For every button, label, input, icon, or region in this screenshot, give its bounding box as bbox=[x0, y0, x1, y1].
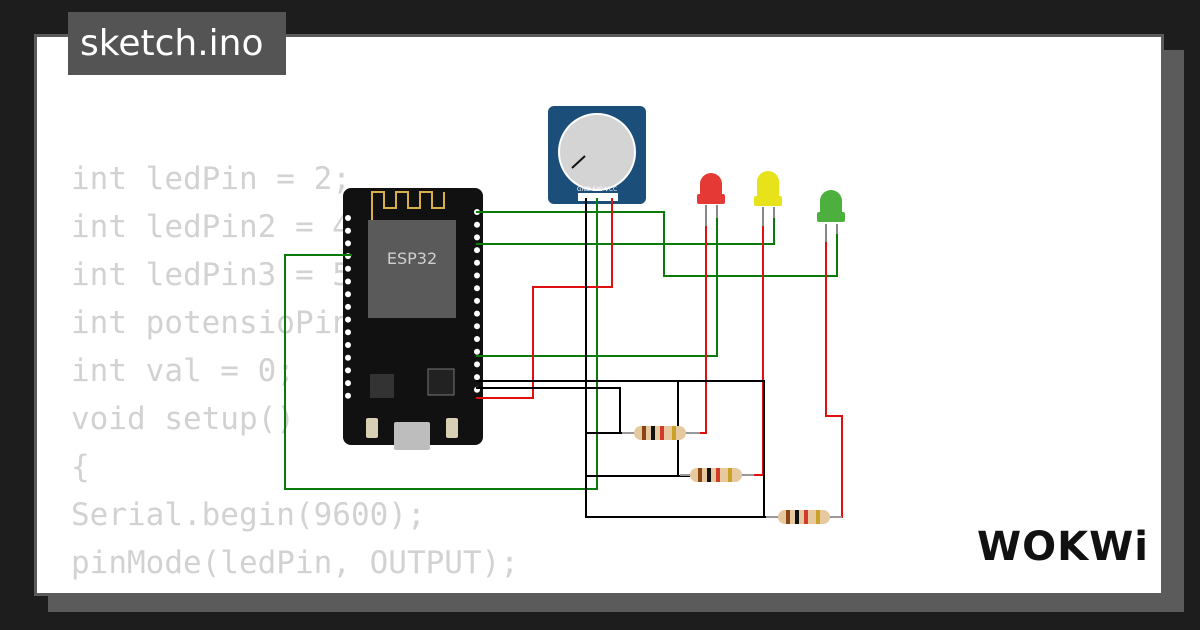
wire-green-led-green[interactable] bbox=[476, 211, 838, 277]
potentiometer[interactable]: GND SIG VCC bbox=[548, 106, 646, 204]
led-green[interactable] bbox=[817, 190, 845, 242]
led-red[interactable] bbox=[697, 173, 725, 226]
esp32-pin[interactable] bbox=[474, 297, 480, 304]
esp32-pin[interactable] bbox=[345, 329, 351, 336]
esp32-pin[interactable] bbox=[345, 392, 351, 399]
code-line: int ledPin2 = 4; bbox=[71, 209, 370, 245]
esp32-pin[interactable] bbox=[474, 234, 480, 241]
esp32-pin[interactable] bbox=[345, 367, 351, 374]
wire-green-led-red[interactable] bbox=[476, 218, 718, 357]
wire-black-gnd-2[interactable] bbox=[476, 387, 621, 434]
led-yellow[interactable] bbox=[754, 171, 782, 226]
potentiometer-pin-labels: GND SIG VCC bbox=[577, 186, 617, 193]
esp32-pin[interactable] bbox=[345, 240, 351, 247]
code-line: pinMode(ledPin, OUTPUT); bbox=[71, 545, 519, 581]
esp32-right-pins bbox=[474, 209, 480, 393]
esp32-pin[interactable] bbox=[345, 316, 351, 323]
esp32-pin[interactable] bbox=[474, 310, 480, 317]
wire-red-led-yellow[interactable] bbox=[742, 226, 764, 476]
esp32-pin[interactable] bbox=[345, 380, 351, 387]
resistor-1[interactable] bbox=[622, 426, 700, 440]
boot-button[interactable] bbox=[366, 418, 378, 438]
wire-red-led-red[interactable] bbox=[688, 226, 707, 434]
resistor-3[interactable] bbox=[766, 510, 842, 524]
esp32-pin[interactable] bbox=[345, 342, 351, 348]
esp32-left-pins bbox=[345, 215, 351, 399]
wire-black-gnd-main[interactable] bbox=[476, 380, 765, 517]
reset-button[interactable] bbox=[446, 418, 458, 438]
esp32-pin[interactable] bbox=[345, 291, 351, 298]
esp32-pin[interactable] bbox=[474, 348, 480, 355]
esp32-pin[interactable] bbox=[474, 259, 480, 266]
esp32-pin[interactable] bbox=[474, 285, 480, 292]
code-line: Serial.begin(9600); bbox=[71, 497, 426, 533]
wire-green-pot-sig[interactable] bbox=[284, 198, 598, 490]
esp32-pin[interactable] bbox=[345, 303, 351, 310]
esp32-pin[interactable] bbox=[474, 323, 480, 330]
esp32-pin[interactable] bbox=[474, 272, 480, 279]
esp32-pin[interactable] bbox=[474, 221, 480, 228]
wire-green-led-yellow[interactable] bbox=[476, 218, 775, 245]
esp32-chip-label: ESP32 bbox=[387, 249, 437, 268]
code-line: int ledPin = 2; bbox=[71, 161, 351, 197]
resistor-2[interactable] bbox=[680, 468, 754, 482]
usb-port bbox=[394, 422, 430, 450]
esp32-pin[interactable] bbox=[474, 361, 480, 368]
wires bbox=[284, 198, 843, 518]
file-tab-title[interactable]: sketch.ino bbox=[68, 12, 286, 75]
esp32-board[interactable]: ESP32 bbox=[343, 188, 483, 450]
wire-red-led-green[interactable] bbox=[825, 242, 843, 518]
esp32-pin[interactable] bbox=[474, 374, 480, 381]
esp32-pin[interactable] bbox=[474, 336, 480, 342]
wire-red-pot-vcc[interactable] bbox=[476, 198, 613, 399]
esp32-pin[interactable] bbox=[474, 247, 480, 254]
esp32-pin[interactable] bbox=[345, 265, 351, 272]
esp32-pin[interactable] bbox=[345, 215, 351, 221]
esp32-pin[interactable] bbox=[345, 278, 351, 285]
esp32-pin[interactable] bbox=[345, 227, 351, 234]
code-line: int val = 0; bbox=[71, 353, 295, 389]
code-line: void setup() bbox=[71, 401, 295, 437]
wokwi-logo: WOKWi bbox=[977, 524, 1149, 570]
code-line: { bbox=[71, 449, 90, 485]
wire-black-pot-gnd[interactable] bbox=[585, 198, 778, 518]
potentiometer-knob-indicator bbox=[571, 155, 586, 169]
esp32-pin[interactable] bbox=[345, 354, 351, 361]
